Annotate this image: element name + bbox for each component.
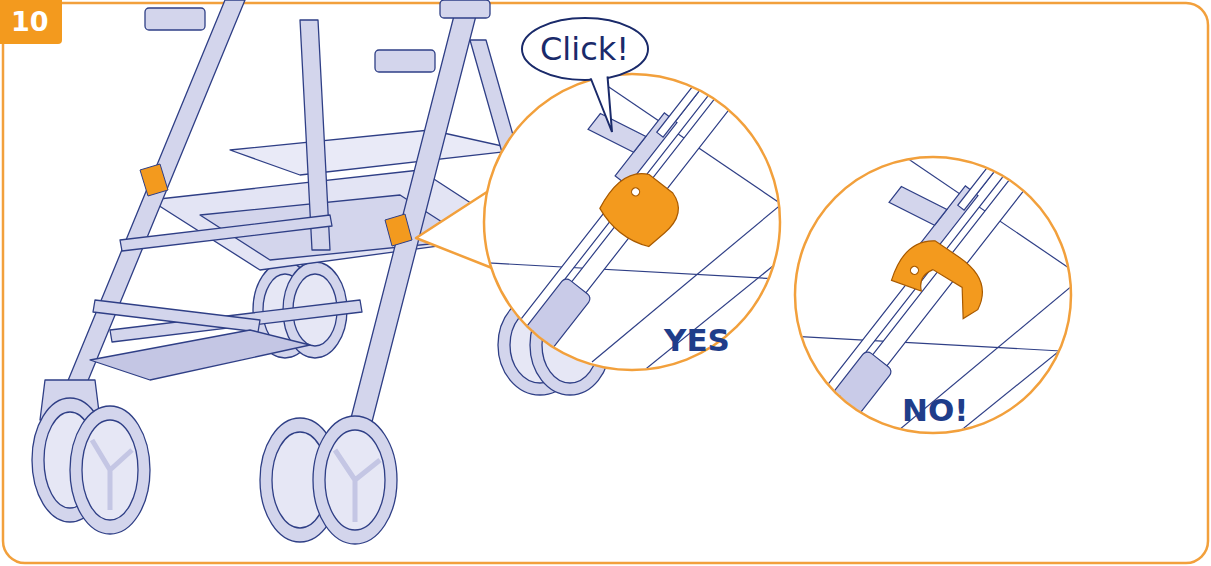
step-number: 10 — [11, 5, 49, 39]
magnifier-circle: YESClick! — [482, 72, 782, 372]
verdict-label: NO! — [902, 392, 968, 428]
verdict-label: YES — [664, 322, 730, 358]
speech-bubble: Click! — [520, 16, 650, 82]
step-number-tag: 10 — [0, 0, 62, 44]
magnifier-circle: NO! — [793, 155, 1073, 435]
magnified-view — [482, 72, 782, 372]
sound-label: Click! — [540, 30, 629, 68]
